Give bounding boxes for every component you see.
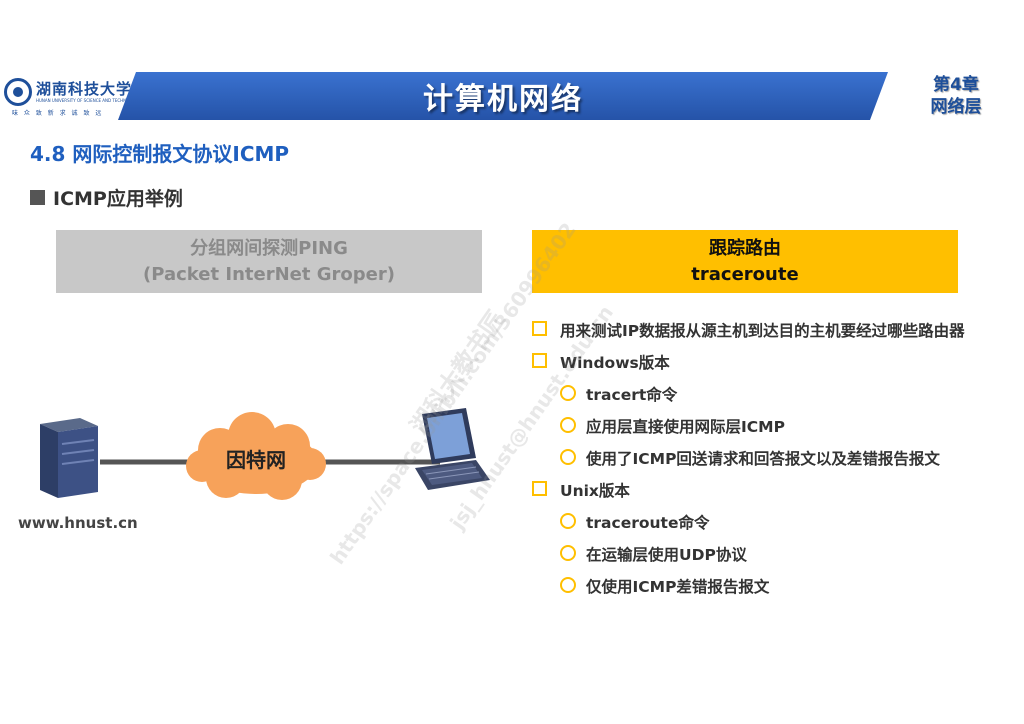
list-item: Unix版本 bbox=[532, 474, 1012, 506]
square-bullet-icon bbox=[532, 321, 547, 336]
square-bullet-icon bbox=[532, 481, 547, 496]
list-item: 应用层直接使用网际层ICMP bbox=[532, 410, 1012, 442]
network-diagram bbox=[40, 408, 490, 500]
list-item: 在运输层使用UDP协议 bbox=[532, 538, 1012, 570]
square-bullet-icon bbox=[532, 353, 547, 368]
university-logo: 湖南科技大学 HUNAN UNIVERSITY OF SCIENCE AND T… bbox=[4, 76, 140, 118]
circle-bullet-icon bbox=[560, 449, 576, 465]
circle-bullet-icon bbox=[560, 545, 576, 561]
list-item-text: 使用了ICMP回送请求和回答报文以及差错报告报文 bbox=[586, 450, 940, 468]
internet-label: 因特网 bbox=[226, 448, 286, 472]
laptop-icon bbox=[415, 408, 490, 490]
list-item-text: 在运输层使用UDP协议 bbox=[586, 546, 747, 564]
list-item: tracert命令 bbox=[532, 378, 1012, 410]
list-item-text: Unix版本 bbox=[560, 482, 630, 500]
circle-bullet-icon bbox=[560, 417, 576, 433]
list-item-text: 用来测试IP数据报从源主机到达目的主机要经过哪些路由器 bbox=[560, 322, 965, 340]
list-item: 用来测试IP数据报从源主机到达目的主机要经过哪些路由器 bbox=[532, 314, 1012, 346]
university-motto: 味 众 致 新 求 诚 致 远 bbox=[12, 110, 104, 117]
list-item-text: tracert命令 bbox=[586, 386, 678, 404]
chapter-number: 第4章 bbox=[933, 75, 979, 95]
chapter-label: 第4章 网络层 bbox=[924, 74, 988, 118]
list-item-text: traceroute命令 bbox=[586, 514, 710, 532]
list-item: 仅使用ICMP差错报告报文 bbox=[532, 570, 1012, 602]
traceroute-feature-list: 用来测试IP数据报从源主机到达目的主机要经过哪些路由器 Windows版本 tr… bbox=[532, 314, 1012, 602]
ping-box-title: 分组网间探测PING bbox=[190, 237, 348, 259]
traceroute-box-title: 跟踪路由 bbox=[709, 237, 781, 259]
traceroute-box: 跟踪路由 traceroute bbox=[532, 230, 958, 293]
circle-bullet-icon bbox=[560, 577, 576, 593]
subsection-title: ICMP应用举例 bbox=[30, 184, 183, 211]
university-seal-icon bbox=[4, 78, 32, 106]
host-label: www.hnust.cn bbox=[18, 514, 138, 532]
list-item-text: 仅使用ICMP差错报告报文 bbox=[586, 578, 770, 596]
list-item: 使用了ICMP回送请求和回答报文以及差错报告报文 bbox=[532, 442, 1012, 474]
internet-cloud-icon bbox=[186, 412, 326, 500]
course-title: 计算机网络 bbox=[423, 82, 583, 117]
subsection-title-text: ICMP应用举例 bbox=[53, 188, 183, 210]
circle-bullet-icon bbox=[560, 513, 576, 529]
circle-bullet-icon bbox=[560, 385, 576, 401]
university-name: 湖南科技大学 bbox=[36, 80, 133, 98]
list-item: Windows版本 bbox=[532, 346, 1012, 378]
list-item: traceroute命令 bbox=[532, 506, 1012, 538]
traceroute-box-subtitle: traceroute bbox=[691, 263, 799, 285]
university-english-name: HUNAN UNIVERSITY OF SCIENCE AND TECHNOLO… bbox=[36, 98, 140, 103]
list-item-text: Windows版本 bbox=[560, 354, 670, 372]
chapter-name: 网络层 bbox=[930, 97, 982, 117]
title-banner bbox=[118, 72, 888, 120]
server-icon bbox=[40, 418, 98, 498]
list-item-text: 应用层直接使用网际层ICMP bbox=[586, 418, 785, 436]
ping-box: 分组网间探测PING (Packet InterNet Groper) bbox=[56, 230, 482, 293]
section-title: 4.8 网际控制报文协议ICMP bbox=[30, 142, 290, 166]
square-bullet-icon bbox=[30, 190, 45, 205]
ping-box-subtitle: (Packet InterNet Groper) bbox=[143, 263, 395, 285]
